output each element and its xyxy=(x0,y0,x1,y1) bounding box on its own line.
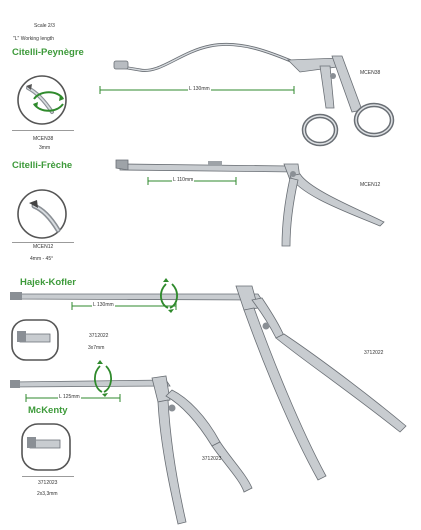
product-title: Citelli-Frèche xyxy=(12,160,73,171)
product-size: 3mm xyxy=(39,145,51,151)
product-title: Hajek-Kofler xyxy=(20,277,76,288)
product-code-beside-tool: 3712023 xyxy=(202,456,222,462)
product-code-under-icon: 3712023 xyxy=(38,480,58,486)
scale-note: Scale 2/3 xyxy=(34,23,55,29)
product-size: 2x3,3mm xyxy=(37,491,58,497)
product-code-under-icon: MCEN12 xyxy=(33,244,54,250)
product-title: Citelli-Peynègre xyxy=(12,47,84,58)
product-code-beside-tool: MCEN12 xyxy=(360,182,381,188)
product-code-beside-tool: MCEN38 xyxy=(360,70,381,76)
product-size: 4mm - 45° xyxy=(30,256,54,262)
working-length-label: L 110mm xyxy=(172,177,195,183)
working-length-label: L 130mm xyxy=(92,302,115,308)
product-code-beside-tool: 3712022 xyxy=(364,350,384,356)
product-title: McKenty xyxy=(28,405,68,416)
working-length-label: L 130mm xyxy=(188,86,211,92)
product-code-under-icon: MCEN38 xyxy=(33,136,54,142)
product-code-under-icon: 3712022 xyxy=(89,333,109,339)
product-size: 3x7mm xyxy=(88,345,105,351)
working-length-label: L 125mm xyxy=(58,394,81,400)
working-length-note: "L" Working length xyxy=(13,36,54,42)
